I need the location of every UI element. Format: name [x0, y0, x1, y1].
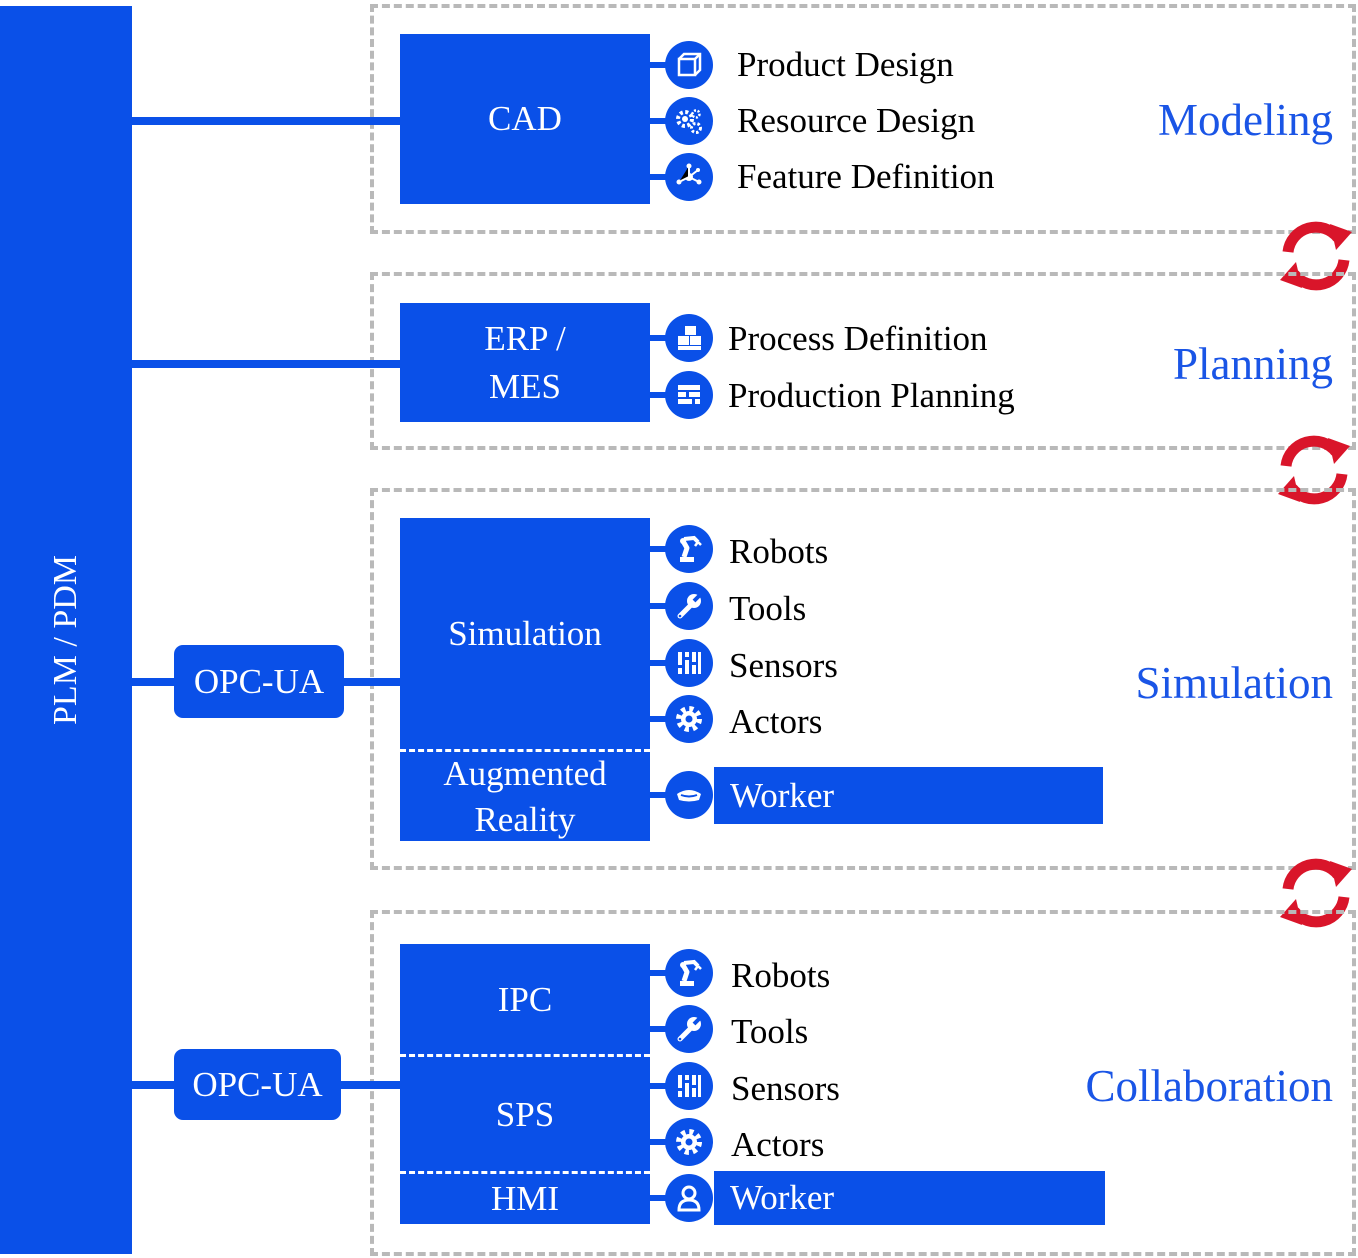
sensors-label: Sensors — [731, 1069, 840, 1108]
connector-stub — [650, 546, 672, 552]
wrench-icon — [665, 1005, 713, 1053]
wrench-icon — [665, 582, 713, 630]
separator — [400, 1054, 650, 1057]
feature-definition-label: Feature Definition — [737, 157, 995, 196]
collaboration-box: IPC SPS HMI — [400, 944, 650, 1224]
connector-stub — [650, 62, 672, 68]
worker-label: Worker — [730, 1178, 835, 1217]
simulation-phase-title: Simulation — [1135, 658, 1333, 708]
robot-arm-icon — [665, 525, 713, 573]
modeling-connector-line — [132, 117, 400, 125]
robot-arm-icon — [665, 949, 713, 997]
modeling-phase-title: Modeling — [1158, 95, 1333, 145]
tools-label: Tools — [731, 1012, 809, 1051]
plm-pdm-spine: PLM / PDM — [0, 6, 132, 1254]
plm-pdm-label: PLM / PDM — [47, 554, 84, 726]
connector-stub — [650, 660, 672, 666]
cube-icon — [665, 41, 713, 89]
augmented-label: Augmented — [443, 753, 607, 793]
robots-label: Robots — [729, 532, 829, 571]
process-definition-label: Process Definition — [728, 319, 988, 358]
worker-bar-collaboration: Worker — [714, 1171, 1105, 1225]
opc-ua-label: OPC-UA — [192, 1064, 323, 1104]
simulation-system-label-wrap: Simulation — [400, 518, 650, 750]
opc-ua-badge-simulation: OPC-UA — [174, 645, 344, 718]
simulation-box: Simulation Augmented Reality — [400, 518, 650, 841]
connector-stub — [650, 335, 672, 341]
gantt-icon — [665, 371, 713, 419]
hmi-label: HMI — [490, 1179, 560, 1218]
gear-icon — [665, 695, 713, 743]
cad-box: CAD — [400, 34, 650, 204]
connector-stub — [650, 1083, 672, 1089]
erp-mes-box: ERP / MES — [400, 303, 650, 422]
connector-stub — [650, 1026, 672, 1032]
reality-label: Reality — [474, 799, 576, 839]
ipc-wrap: IPC — [400, 944, 650, 1056]
ipc-label: IPC — [497, 980, 553, 1019]
worker-label: Worker — [730, 775, 835, 815]
gears-icon — [665, 97, 713, 145]
mes-label: MES — [489, 366, 561, 406]
opc-ua-label: OPC-UA — [193, 661, 325, 701]
hmi-wrap: HMI — [400, 1174, 650, 1224]
connector-stub — [650, 1139, 672, 1145]
production-planning-label: Production Planning — [728, 376, 1015, 415]
process-blocks-icon — [665, 314, 713, 362]
robots-label: Robots — [731, 956, 831, 995]
connector-stub — [650, 603, 672, 609]
separator — [400, 749, 650, 752]
ar-headset-icon — [665, 771, 713, 819]
connector-stub — [650, 970, 672, 976]
cad-label: CAD — [488, 99, 562, 138]
worker-bar-simulation: Worker — [714, 767, 1103, 824]
product-design-label: Product Design — [737, 45, 954, 84]
planning-connector-line — [132, 360, 400, 368]
sps-label: SPS — [495, 1094, 555, 1134]
connector-stub — [650, 1195, 672, 1201]
actors-label: Actors — [729, 702, 823, 741]
augmented-reality-wrap: Augmented Reality — [400, 752, 650, 841]
network-icon — [665, 153, 713, 201]
person-icon — [665, 1174, 713, 1222]
separator — [400, 1171, 650, 1174]
sensor-sliders-icon — [665, 1062, 713, 1110]
opc-ua-badge-collaboration: OPC-UA — [174, 1049, 341, 1120]
sps-wrap: SPS — [400, 1057, 650, 1172]
resource-design-label: Resource Design — [737, 101, 976, 140]
tools-label: Tools — [729, 589, 807, 628]
erp-label: ERP / — [484, 318, 566, 358]
connector-stub — [650, 118, 672, 124]
planning-phase-title: Planning — [1172, 339, 1333, 389]
simulation-system-label: Simulation — [448, 614, 602, 653]
connector-stub — [650, 174, 672, 180]
sensor-sliders-icon — [665, 639, 713, 687]
actors-label: Actors — [731, 1125, 825, 1164]
connector-stub — [650, 716, 672, 722]
connector-stub — [650, 392, 672, 398]
sensors-label: Sensors — [729, 646, 838, 685]
connector-stub — [650, 792, 672, 798]
collaboration-phase-title: Collaboration — [1085, 1061, 1333, 1111]
gear-icon — [665, 1118, 713, 1166]
